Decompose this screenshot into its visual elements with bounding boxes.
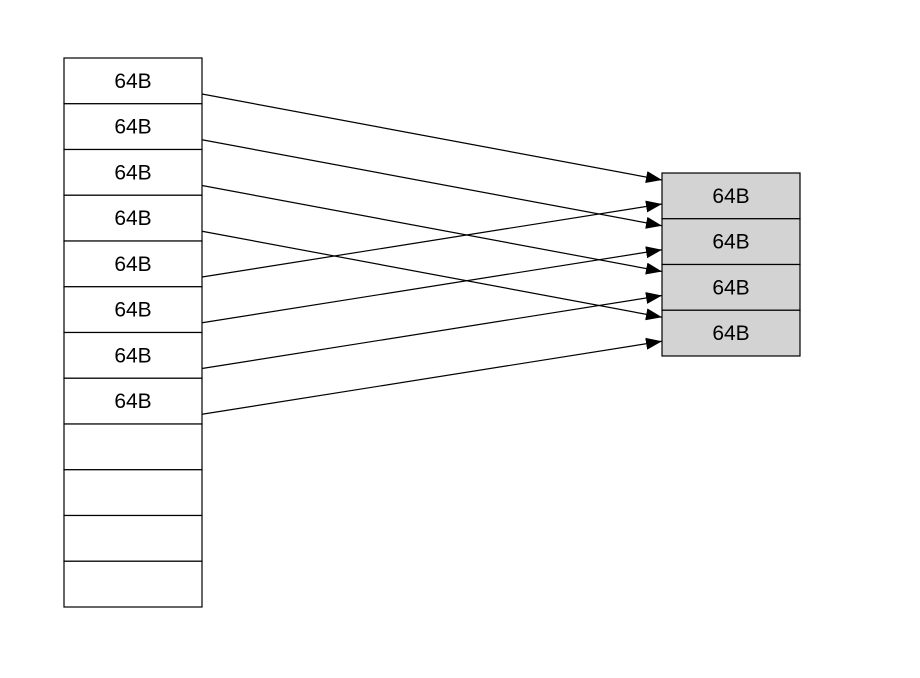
source-cell: [63, 286, 203, 334]
target-cell: [661, 218, 801, 266]
target-cell: [661, 309, 801, 357]
target-cell-label: 64B: [712, 322, 749, 345]
source-cell: [63, 377, 203, 425]
source-cell-label: 64B: [114, 116, 151, 139]
target-cell-label: 64B: [712, 185, 749, 208]
source-cell: [63, 514, 203, 562]
mapping-arrows: [201, 93, 663, 415]
mapping-arrow: [201, 292, 663, 370]
mapping-arrow: [201, 337, 663, 415]
source-cell: [63, 469, 203, 517]
source-array: 64B 64B 64B 64B 64B 64B 64B 64B: [63, 57, 203, 608]
source-cell-label: 64B: [114, 344, 151, 367]
target-cell: [661, 263, 801, 311]
mapping-arrow: [201, 184, 663, 275]
source-cell: [63, 57, 203, 105]
target-array: 64B 64B 64B 64B: [661, 172, 801, 357]
source-cell-label: 64B: [114, 390, 151, 413]
mapping-arrow: [201, 230, 663, 321]
target-cell-label: 64B: [712, 276, 749, 299]
source-cell: [63, 148, 203, 196]
mapping-arrow: [201, 246, 663, 324]
source-cell-label: 64B: [114, 253, 151, 276]
mapping-arrow: [201, 200, 663, 278]
source-cell: [63, 560, 203, 608]
source-cell-label: 64B: [114, 299, 151, 322]
source-cell: [63, 103, 203, 151]
source-cell-label: 64B: [114, 161, 151, 184]
source-cell-label: 64B: [114, 207, 151, 230]
mapping-arrow: [201, 139, 663, 229]
target-cell-label: 64B: [712, 231, 749, 254]
mapping-arrow: [201, 93, 663, 183]
source-cell-label: 64B: [114, 70, 151, 93]
source-cell: [63, 194, 203, 242]
source-cell: [63, 423, 203, 471]
